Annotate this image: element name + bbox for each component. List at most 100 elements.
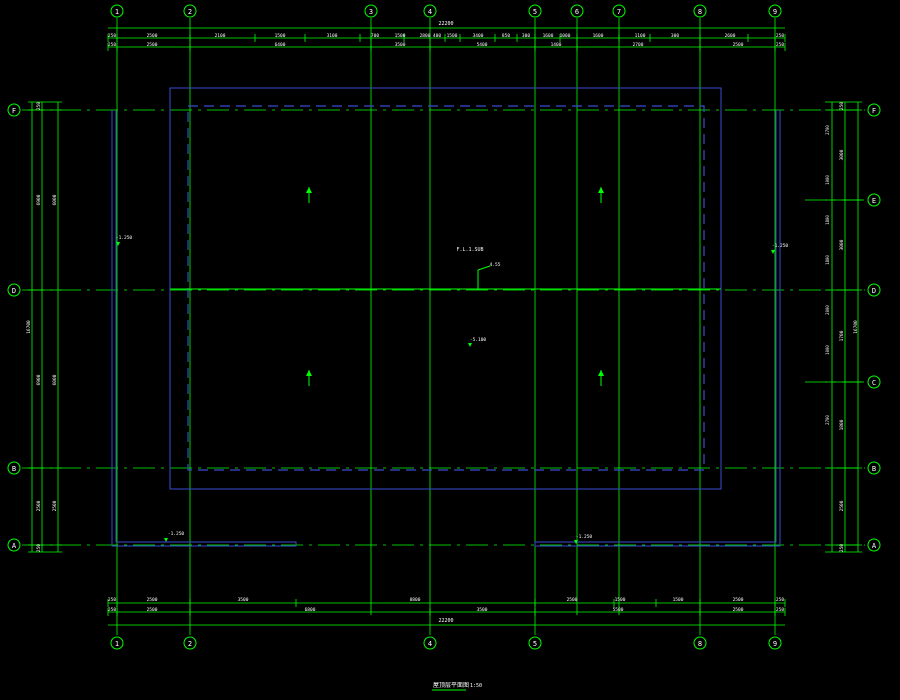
dim-bottom-total: 22200 [438, 618, 453, 624]
dim-bottom-r1-3: 8800 [410, 597, 421, 603]
left-axis-B-label: B [12, 465, 16, 473]
grid-lines [22, 18, 865, 635]
center-elev-underline [477, 265, 491, 271]
roof-inner-dashed [187, 105, 705, 471]
dim-bottom-r1-4: 2500 [567, 597, 578, 603]
dim-bottom-r1-0: 250 [108, 597, 116, 603]
dim-left-total: 16700 [26, 320, 32, 334]
dim-right-seg-1: 3000 [839, 149, 845, 160]
right-axis-E-label: E [872, 197, 876, 205]
dim-bottom-r2-4: 5500 [613, 607, 624, 613]
right-axis-D-label: D [872, 287, 876, 295]
dim-top-r1-6: 1500 [395, 33, 406, 39]
dim-right-seg-0: 250 [839, 102, 845, 110]
annotations: F.L.1.SUB4.55-1.250-1.250-1.250-1.250-5.… [116, 235, 789, 544]
dim-bottom-r1-6: 1500 [673, 597, 684, 603]
top-axis-2-circle [183, 4, 197, 18]
dim-right-total: 16700 [853, 320, 859, 334]
top-axis-5-circle [528, 4, 542, 18]
dim-left-inner-2: 2500 [52, 500, 58, 511]
dim-top-r1-0: 250 [108, 33, 116, 39]
dim-top-r1-11: 850 [502, 33, 510, 39]
top-axis-7-label: 7 [617, 8, 621, 16]
right-axis-C-circle [867, 375, 881, 389]
elev-left: -1.250 [116, 235, 133, 241]
drawing-title: 屋顶层平面图 1:50 [432, 682, 482, 691]
dim-top-r1-7: 2800 [420, 33, 431, 39]
elev-bottom-left: -1.250 [168, 531, 185, 537]
dim-right-seg-2: 3000 [839, 239, 845, 250]
bottom-axis-4-circle [423, 636, 437, 650]
drawing-title-name: 屋顶层平面图 [433, 682, 469, 689]
elev-right-marker [771, 250, 775, 254]
top-axis-3-label: 3 [369, 8, 373, 16]
drawing-title-scale: 1:50 [470, 683, 482, 689]
dim-right-seg-4: 1800 [839, 419, 845, 430]
dim-top-r1-3: 1500 [275, 33, 286, 39]
top-axis-4-circle [423, 4, 437, 18]
right-axis-C-label: C [872, 379, 876, 387]
right-axis-B-label: B [872, 465, 876, 473]
dim-right-inner-2: 1800 [825, 215, 830, 225]
dim-top-r2-8: 250 [776, 42, 784, 48]
dim-top-r1-17: 300 [671, 33, 679, 39]
dim-top-r2-3: 3500 [395, 42, 406, 48]
dim-top-r1-19: 250 [776, 33, 784, 39]
dim-right-seg-3: 1700 [839, 330, 845, 341]
dim-top-r1-14: 1000 [560, 33, 571, 39]
top-axis-8-label: 8 [698, 8, 702, 16]
left-axis-D-circle [7, 283, 21, 297]
bottom-axis-8-label: 8 [698, 640, 702, 648]
dim-top-r1-16: 1100 [635, 33, 646, 39]
dim-bottom-r1-5: 1500 [615, 597, 626, 603]
dim-top-r1-2: 2100 [215, 33, 226, 39]
dim-top-r2-6: 2700 [633, 42, 644, 48]
dim-top-r1-10: 3400 [473, 33, 484, 39]
building-walls [111, 87, 781, 547]
top-axis-2-label: 2 [188, 8, 192, 16]
dim-right-inner-4: 2000 [825, 305, 830, 315]
top-axis-3-circle [364, 4, 378, 18]
dim-bottom-r1-1: 2500 [147, 597, 158, 603]
elev-bottom-right-marker [574, 540, 578, 544]
dim-top-r2-0: 250 [108, 42, 116, 48]
left-axis-F-label: F [12, 107, 16, 115]
top-axis-9-circle [768, 4, 782, 18]
dim-top-r2-7: 2500 [733, 42, 744, 48]
top-axis-7-circle [612, 4, 626, 18]
elev-bottom-left-marker [164, 538, 168, 542]
right-axis-B-circle [867, 461, 881, 475]
center-elev: 4.55 [490, 262, 501, 268]
dim-bottom-r2-2: 6800 [305, 607, 316, 613]
top-axis-8-circle [693, 4, 707, 18]
slope-arrowhead-0 [306, 187, 312, 193]
elev-bottom-right: -1.250 [576, 534, 593, 540]
dim-top-r1-13: 1600 [543, 33, 554, 39]
elev-center-bottom-marker [468, 343, 472, 347]
bottom-axis-9-label: 9 [773, 640, 777, 648]
right-axis-E-circle [867, 193, 881, 207]
dim-bottom-r1-7: 2500 [733, 597, 744, 603]
left-axis-D-label: D [12, 287, 16, 295]
right-axis-A-label: A [872, 542, 877, 550]
bottom-axis-2-label: 2 [188, 640, 192, 648]
dim-left-seg-4: 250 [36, 544, 42, 552]
top-axis-5-label: 5 [533, 8, 537, 16]
bottom-axis-5-circle [528, 636, 542, 650]
elev-center-bottom: -5.100 [470, 337, 487, 343]
left-wall [111, 110, 297, 547]
slope-arrowhead-2 [306, 370, 312, 376]
left-axis-F-circle [7, 103, 21, 117]
top-axis-1-label: 1 [115, 8, 119, 16]
dim-top-r1-18: 2600 [725, 33, 736, 39]
dim-top-r1-15: 1600 [593, 33, 604, 39]
dim-bottom-r2-1: 2500 [147, 607, 158, 613]
dim-top-r1-12: 300 [522, 33, 530, 39]
slope-arrowhead-3 [598, 370, 604, 376]
dim-right-inner-3: 1800 [825, 255, 830, 265]
dim-bottom-r1-8: 250 [776, 597, 784, 603]
elev-right: -1.250 [772, 243, 789, 249]
dim-bottom-r1-2: 3500 [238, 597, 249, 603]
dim-top-r2-4: 5400 [477, 42, 488, 48]
